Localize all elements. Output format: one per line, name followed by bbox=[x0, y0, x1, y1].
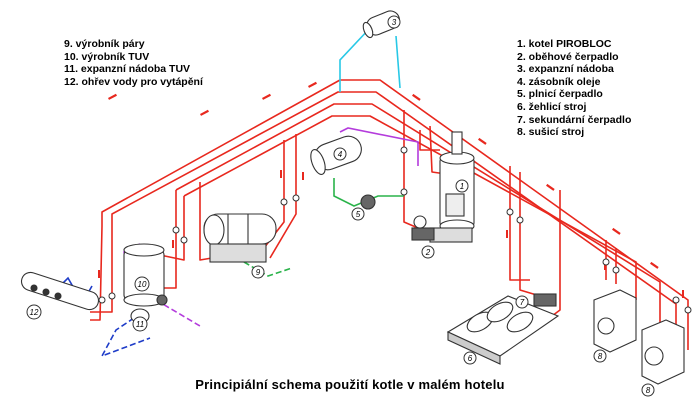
legend-item-11: 11. expanzní nádoba TUV bbox=[64, 63, 191, 76]
legend-item-6: 6. žehlicí stroj bbox=[517, 100, 587, 113]
marker-9: 9 bbox=[251, 265, 265, 279]
marker-6-label: 6 bbox=[468, 354, 473, 363]
marker-5: 5 bbox=[351, 207, 365, 221]
circulation-pump bbox=[411, 215, 435, 241]
marker-4: 4 bbox=[333, 147, 347, 161]
legend-item-3: 3. expanzní nádoba bbox=[517, 63, 614, 76]
marker-5-label: 5 bbox=[356, 210, 361, 219]
marker-12-label: 12 bbox=[30, 308, 39, 317]
legend-item-12: 12. ohřev vody pro vytápění bbox=[64, 75, 203, 88]
legend-right: 1. kotel PIROBLOC 2. oběhové čerpadlo 3.… bbox=[517, 38, 631, 139]
marker-7: 7 bbox=[515, 295, 529, 309]
marker-7-label: 7 bbox=[520, 298, 525, 307]
marker-11-label: 11 bbox=[136, 320, 144, 329]
marker-1-label: 1 bbox=[460, 182, 464, 191]
valves bbox=[98, 146, 692, 314]
marker-3: 3 bbox=[387, 15, 401, 29]
markers: 1 2 3 4 5 6 7 8 8 9 10 11 12 bbox=[26, 15, 655, 397]
water-heater bbox=[123, 243, 165, 307]
boiler-pirobloc bbox=[429, 131, 475, 243]
fill-line bbox=[243, 178, 404, 277]
dryer-1 bbox=[593, 289, 637, 353]
marker-11: 11 bbox=[132, 316, 148, 332]
marker-8b-label: 8 bbox=[646, 386, 651, 395]
marker-8b: 8 bbox=[641, 383, 655, 397]
diagram-caption: Principiální schema použití kotle v malé… bbox=[195, 377, 505, 392]
legend-item-10: 10. výrobník TUV bbox=[64, 50, 150, 63]
legend-item-7: 7. sekundární čerpadlo bbox=[517, 113, 632, 126]
heating-exchanger bbox=[20, 271, 100, 311]
marker-2-label: 2 bbox=[425, 248, 431, 257]
marker-1: 1 bbox=[455, 179, 469, 193]
marker-10-label: 10 bbox=[138, 280, 147, 289]
marker-12: 12 bbox=[26, 304, 42, 320]
legend-item-4: 4. zásobník oleje bbox=[517, 75, 601, 88]
dryer-2 bbox=[641, 319, 685, 385]
fill-pump bbox=[360, 194, 376, 210]
legend-item-2: 2. oběhové čerpadlo bbox=[517, 50, 619, 63]
expansion-line bbox=[339, 27, 401, 92]
marker-8a-label: 8 bbox=[598, 352, 603, 361]
legend-item-5: 5. plnicí čerpadlo bbox=[517, 88, 603, 101]
legend-left: 9. výrobník páry 10. výrobník TUV 11. ex… bbox=[64, 38, 203, 88]
marker-6: 6 bbox=[463, 351, 477, 365]
legend-item-1: 1. kotel PIROBLOC bbox=[517, 38, 612, 50]
marker-4-label: 4 bbox=[338, 150, 343, 159]
ironing-machine bbox=[446, 295, 560, 365]
flow-arrows bbox=[98, 81, 684, 298]
marker-2: 2 bbox=[421, 245, 435, 259]
marker-9-label: 9 bbox=[256, 268, 261, 277]
secondary-pump bbox=[533, 293, 557, 307]
steam-generator bbox=[203, 213, 277, 263]
marker-10: 10 bbox=[134, 276, 150, 292]
marker-3-label: 3 bbox=[392, 18, 397, 27]
legend-item-9: 9. výrobník páry bbox=[64, 38, 145, 50]
legend-item-8: 8. sušicí stroj bbox=[517, 126, 585, 139]
marker-8a: 8 bbox=[593, 349, 607, 363]
